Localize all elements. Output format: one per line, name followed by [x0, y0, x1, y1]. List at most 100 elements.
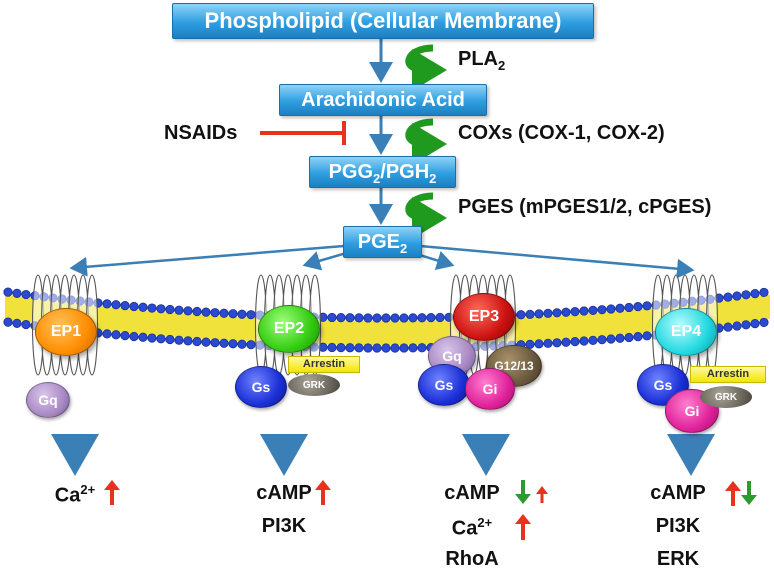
membrane-lipid-head [435, 312, 445, 323]
membrane-lipid-head [723, 322, 733, 332]
membrane-lipid-head [174, 335, 184, 345]
membrane-lipid-head [228, 309, 238, 319]
ep3-readout-rhoa: RhoA [445, 548, 499, 570]
gi-protein: Gi [665, 389, 719, 433]
membrane-lipid-head [174, 305, 184, 315]
membrane-lipid-head [417, 343, 427, 353]
up-arrow-icon [725, 481, 741, 506]
membrane-lipid-head [390, 313, 400, 323]
membrane-lipid-head [624, 332, 634, 343]
membrane-lipid-head [327, 342, 337, 353]
regulation-arrows [104, 480, 757, 540]
membrane-lipid-head [642, 331, 652, 341]
membrane-lipid-head [750, 289, 760, 299]
membrane-lipid-head [237, 309, 247, 319]
membrane-lipid-head [336, 343, 346, 353]
membrane-lipid-head [633, 332, 643, 342]
membrane-lipid-head [219, 308, 229, 318]
membrane-lipid-head [408, 343, 418, 353]
membrane-lipid-head [12, 318, 22, 328]
membrane-lipid-head [111, 330, 121, 340]
arachidonic-acid-box: Arachidonic Acid [279, 84, 487, 116]
ep3-readout-camp: cAMP [444, 482, 500, 504]
membrane-lipid-head [606, 334, 616, 344]
pgg2-pgh2-box: PGG2/PGH2 [309, 156, 456, 188]
cox-label: COXs (COX-1, COX-2) [458, 122, 665, 144]
gq-protein: Gq [26, 382, 70, 418]
membrane-lipid-head [579, 336, 589, 346]
arrow-pge2-to-ep1 [69, 244, 345, 277]
ep4-receptor: EP4 [655, 308, 717, 356]
membrane-lipid-head [534, 309, 544, 319]
membrane-lipid-head [732, 291, 742, 301]
membrane-lipid-head [399, 313, 409, 323]
membrane-lipid-head [633, 302, 643, 312]
membrane-lipid-head [732, 321, 742, 331]
down-arrow-icon [515, 480, 531, 504]
membrane-lipid-head [210, 308, 220, 318]
ep1-readout-ca: Ca2+ [54, 482, 96, 507]
membrane-lipid-head [372, 343, 382, 353]
membrane-lipid-head [201, 337, 211, 347]
membrane-lipid-head [534, 339, 544, 349]
membrane-lipid-head [597, 335, 607, 345]
arrestin-protein: Arrestin [288, 356, 360, 373]
membrane-lipid-head [543, 308, 553, 318]
g1213-protein: G12/13 [486, 345, 542, 387]
membrane-lipid-head [102, 329, 112, 339]
up-arrow-icon [104, 480, 120, 505]
ep3-readout-ca: Ca2+ [451, 515, 493, 540]
arrow-pge2-to-ep4 [419, 244, 695, 279]
membrane-lipid-head [516, 310, 526, 320]
ep2-readout-camp: cAMP [256, 482, 312, 504]
membrane-lipid-head [615, 333, 625, 343]
membrane-lipid-head [750, 319, 760, 329]
arrestin-protein: Arrestin [690, 366, 766, 383]
membrane-lipid-head [552, 338, 562, 348]
membrane-lipid-head [570, 337, 580, 347]
membrane-lipid-head [12, 288, 22, 298]
membrane-lipid-head [741, 320, 751, 330]
up-arrow-icon [315, 480, 331, 505]
membrane-lipid-head [327, 312, 337, 323]
membrane-lipid-head [210, 338, 220, 348]
membrane-lipid-head [201, 307, 211, 317]
grk-protein: GRK [288, 374, 340, 396]
enzyme-icons [405, 44, 447, 239]
pges-label: PGES (mPGES1/2, cPGES) [458, 196, 712, 218]
membrane-lipid-head [759, 287, 769, 298]
membrane-tail-band [5, 294, 770, 345]
curved-enzyme-arrow-icon [405, 192, 447, 239]
membrane-lipid-head [552, 308, 562, 318]
membrane-lipid-head [570, 307, 580, 317]
membrane-lipid-head [363, 343, 373, 353]
membrane-lipid-head [129, 331, 139, 342]
membrane-lipid-head [345, 313, 355, 323]
membrane-lipid-head [741, 290, 751, 300]
membrane-lipid-head [579, 306, 589, 316]
membrane-lipid-head [354, 343, 364, 353]
membrane-lipid-head [426, 313, 436, 323]
membrane-lipid-head [183, 336, 193, 346]
membrane-lipid-head [345, 343, 355, 353]
membrane-lipid-head [228, 339, 238, 349]
ep1-receptor: EP1 [35, 308, 97, 356]
pla2-label: PLA2 [458, 48, 506, 73]
membrane-lipid-head [3, 317, 13, 327]
curved-enzyme-arrow-icon [405, 118, 447, 165]
membrane-lipid-head [165, 334, 175, 345]
membrane-lipid-head [219, 338, 229, 348]
membrane-lipid-head [183, 306, 193, 316]
membrane-lipid-head [21, 319, 31, 330]
membrane-lipid-head [381, 343, 391, 353]
membrane-lipid-head [120, 331, 130, 341]
membrane-lipid-head [624, 302, 634, 313]
membrane-lipid-head [606, 304, 616, 314]
membrane-lipid-head [246, 310, 256, 320]
membrane-lipid-head [615, 303, 625, 313]
membrane-lipid-head [642, 301, 652, 311]
membrane-lipid-head [759, 317, 769, 328]
pge2-box: PGE2 [343, 226, 422, 258]
membrane-lipid-head [525, 309, 535, 319]
